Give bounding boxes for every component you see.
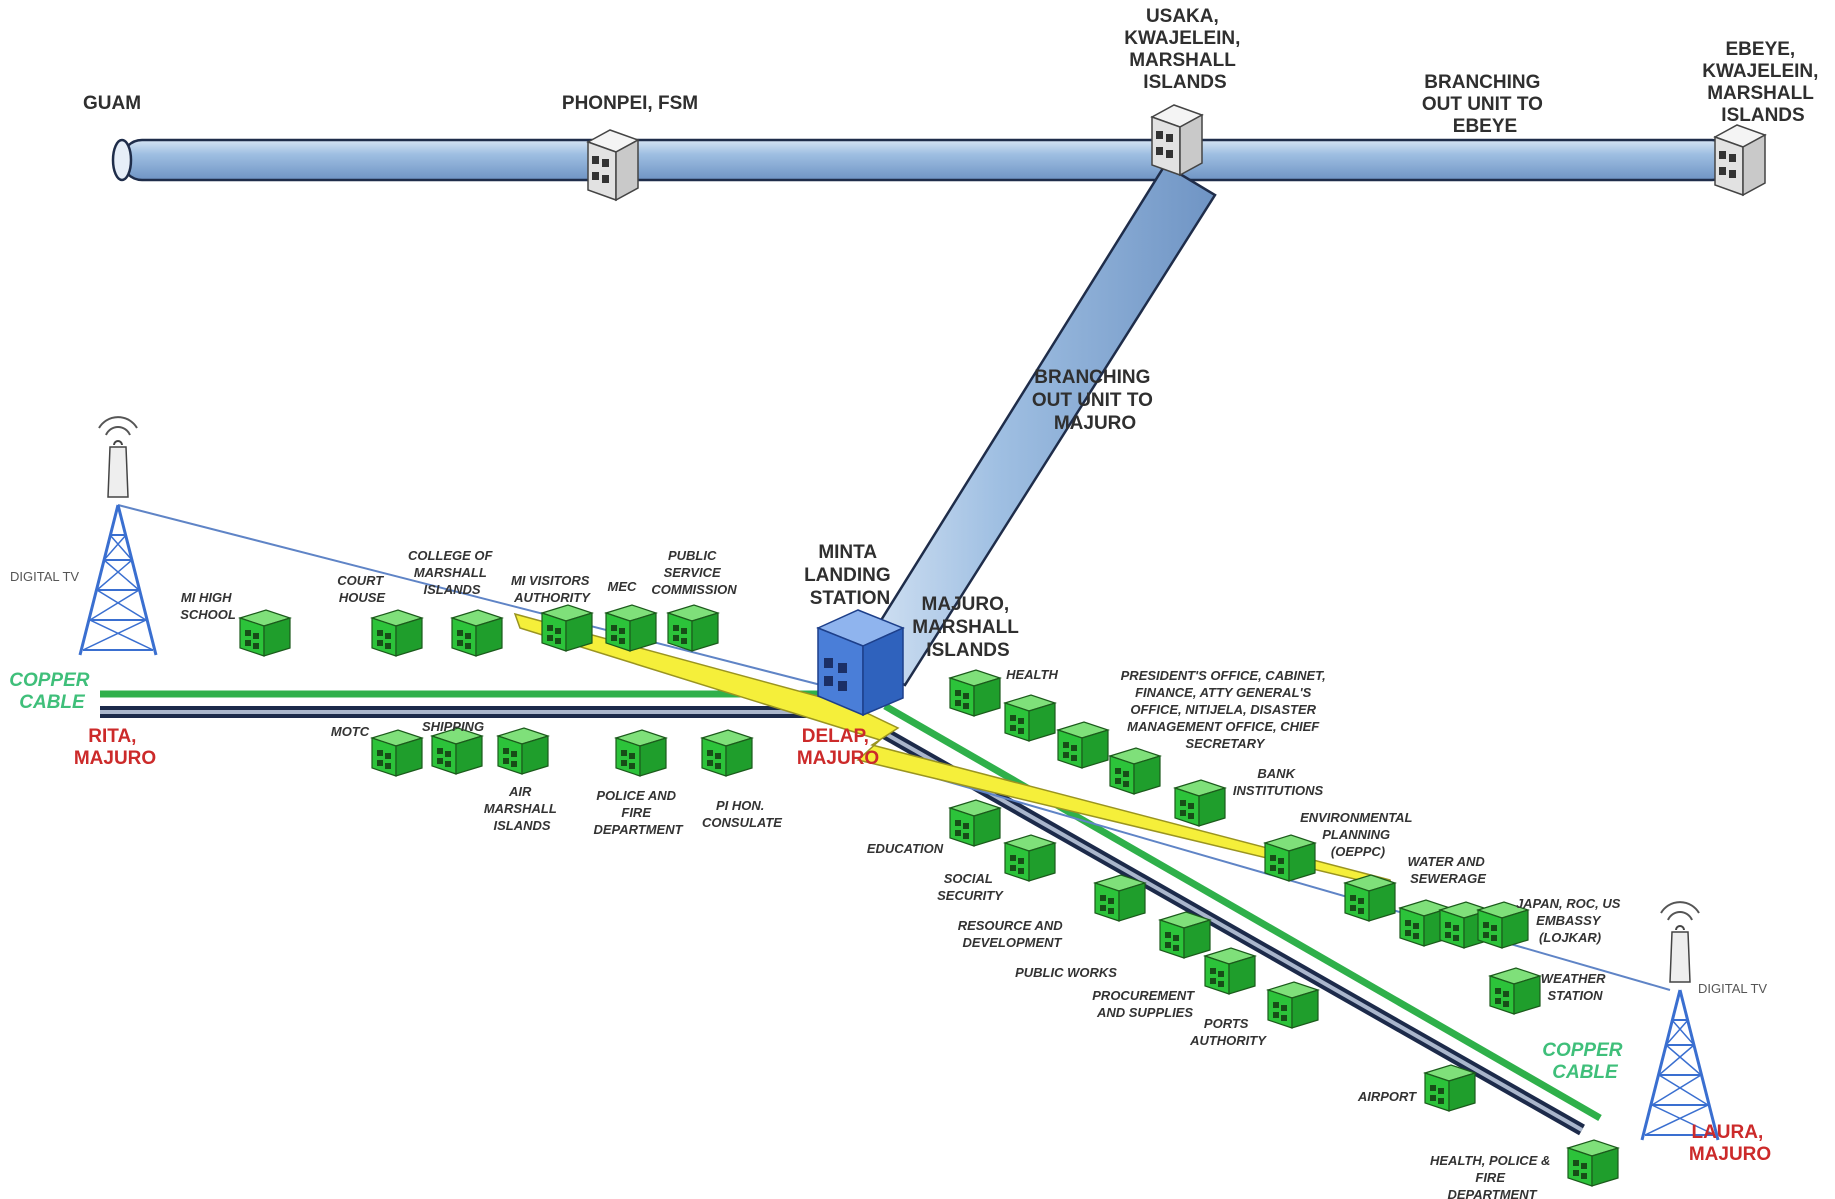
- college-icon: [451, 609, 503, 657]
- water-sewerage-icon: [1344, 874, 1396, 922]
- label-ebeye: EBEYE, KWAJELEIN, MARSHALL ISLANDS: [1702, 39, 1823, 126]
- resource-development-icon: [1094, 874, 1146, 922]
- label-public-service-commission: PUBLIC SERVICE COMMISSION: [651, 548, 737, 597]
- label-visitors-authority: MI VISITORS AUTHORITY: [511, 573, 593, 605]
- label-health-police-fire: HEALTH, POLICE & FIRE DEPARTMENT: [1430, 1153, 1554, 1199]
- label-procurement: PROCUREMENT AND SUPPLIES: [1092, 988, 1197, 1020]
- digital-tv-tower-west-icon: [78, 415, 158, 657]
- airport-icon: [1424, 1064, 1476, 1112]
- president-office-icon-3: [1109, 747, 1161, 795]
- education-icon: [949, 799, 1001, 847]
- label-court-house: COURT HOUSE: [337, 573, 387, 605]
- label-water-sewerage: WATER AND SEWERAGE: [1408, 854, 1489, 886]
- president-office-icon-2: [1057, 721, 1109, 769]
- bank-institutions-icon: [1174, 779, 1226, 827]
- phonpei-branching-unit-icon: [587, 129, 639, 201]
- label-college: COLLEGE OF MARSHALL ISLANDS: [408, 548, 496, 597]
- label-majuro-mi: MAJURO, MARSHALL ISLANDS: [912, 594, 1024, 661]
- public-works-icon: [1159, 911, 1211, 959]
- label-pi-hon-consulate: PI HON. CONSULATE: [702, 798, 782, 830]
- ports-authority-icon: [1267, 981, 1319, 1029]
- mec-icon: [605, 604, 657, 652]
- label-resource-development: RESOURCE AND DEVELOPMENT: [958, 918, 1067, 950]
- label-delap: DELAP, MAJURO: [797, 726, 879, 769]
- submarine-trunk-cable: [111, 138, 1734, 182]
- label-guam: GUAM: [83, 93, 141, 114]
- wireless-line-west: [117, 504, 861, 696]
- label-motc: MOTC: [331, 724, 370, 739]
- court-house-icon: [371, 609, 423, 657]
- label-usaka: USAKA, KWAJELEIN, MARSHALL ISLANDS: [1124, 6, 1245, 93]
- procurement-icon: [1204, 947, 1256, 995]
- label-laura: LAURA, MAJURO: [1689, 1122, 1771, 1165]
- weather-station-icon: [1489, 967, 1541, 1015]
- air-marshall-islands-icon: [497, 727, 549, 775]
- shipping-icon: [431, 727, 483, 775]
- label-rita: RITA, MAJURO: [74, 726, 156, 769]
- label-health: HEALTH: [1006, 667, 1058, 682]
- president-office-icon-1: [1004, 694, 1056, 742]
- label-social-security: SOCIAL SECURITY: [937, 871, 1004, 903]
- health-icon: [949, 669, 1001, 717]
- minta-landing-station-icon: [816, 609, 905, 717]
- label-minta: MINTA LANDING STATION: [804, 542, 896, 609]
- label-airport: AIRPORT: [1357, 1089, 1417, 1104]
- label-bank-institutions: BANK INSTITUTIONS: [1233, 766, 1324, 798]
- branch-cable-majuro: [853, 163, 1217, 687]
- label-copper-cable-west: COPPER CABLE: [9, 670, 95, 713]
- mi-high-school-icon: [239, 609, 291, 657]
- label-digital-tv-east: DIGITAL TV: [1698, 981, 1767, 996]
- label-education: EDUCATION: [867, 841, 944, 856]
- label-copper-cable-east: COPPER CABLE: [1542, 1040, 1628, 1083]
- label-air-marshall: AIR MARSHALL ISLANDS: [484, 784, 560, 833]
- public-service-commission-icon: [667, 604, 719, 652]
- health-police-fire-icon: [1567, 1139, 1619, 1187]
- label-phonpei: PHONPEI, FSM: [562, 93, 698, 114]
- label-branch-ebeye: BRANCHING OUT UNIT TO EBEYE: [1422, 72, 1548, 137]
- police-fire-icon: [615, 729, 667, 777]
- label-digital-tv-west: DIGITAL TV: [10, 569, 79, 584]
- label-branch-majuro: BRANCHING OUT UNIT TO MAJURO: [1032, 367, 1158, 434]
- label-weather-station: WEATHER STATION: [1541, 971, 1609, 1003]
- environmental-planning-icon: [1264, 834, 1316, 882]
- label-shipping: SHIPPING: [422, 719, 484, 734]
- usaka-branching-unit-icon: [1151, 104, 1203, 176]
- label-mec: MEC: [608, 579, 638, 594]
- pi-hon-consulate-icon: [701, 729, 753, 777]
- label-public-works: PUBLIC WORKS: [1015, 965, 1117, 980]
- label-embassy: JAPAN, ROC, US EMBASSY (LOJKAR): [1516, 896, 1624, 945]
- label-president-office: PRESIDENT'S OFFICE, CABINET, FINANCE, AT…: [1121, 668, 1330, 751]
- label-police-fire: POLICE AND FIRE DEPARTMENT: [593, 788, 683, 837]
- visitors-authority-icon: [541, 604, 593, 652]
- motc-icon: [371, 729, 423, 777]
- copper-cable-east: [883, 702, 1602, 1122]
- label-ports-authority: PORTS AUTHORITY: [1189, 1016, 1267, 1048]
- social-security-icon: [1004, 834, 1056, 882]
- label-mi-high-school: MI HIGH SCHOOL: [180, 590, 236, 622]
- ebeye-branching-unit-icon: [1714, 124, 1766, 196]
- digital-tv-tower-east-icon: [1640, 900, 1720, 1142]
- label-environmental-planning: ENVIRONMENTAL PLANNING (OEPPC): [1300, 810, 1416, 859]
